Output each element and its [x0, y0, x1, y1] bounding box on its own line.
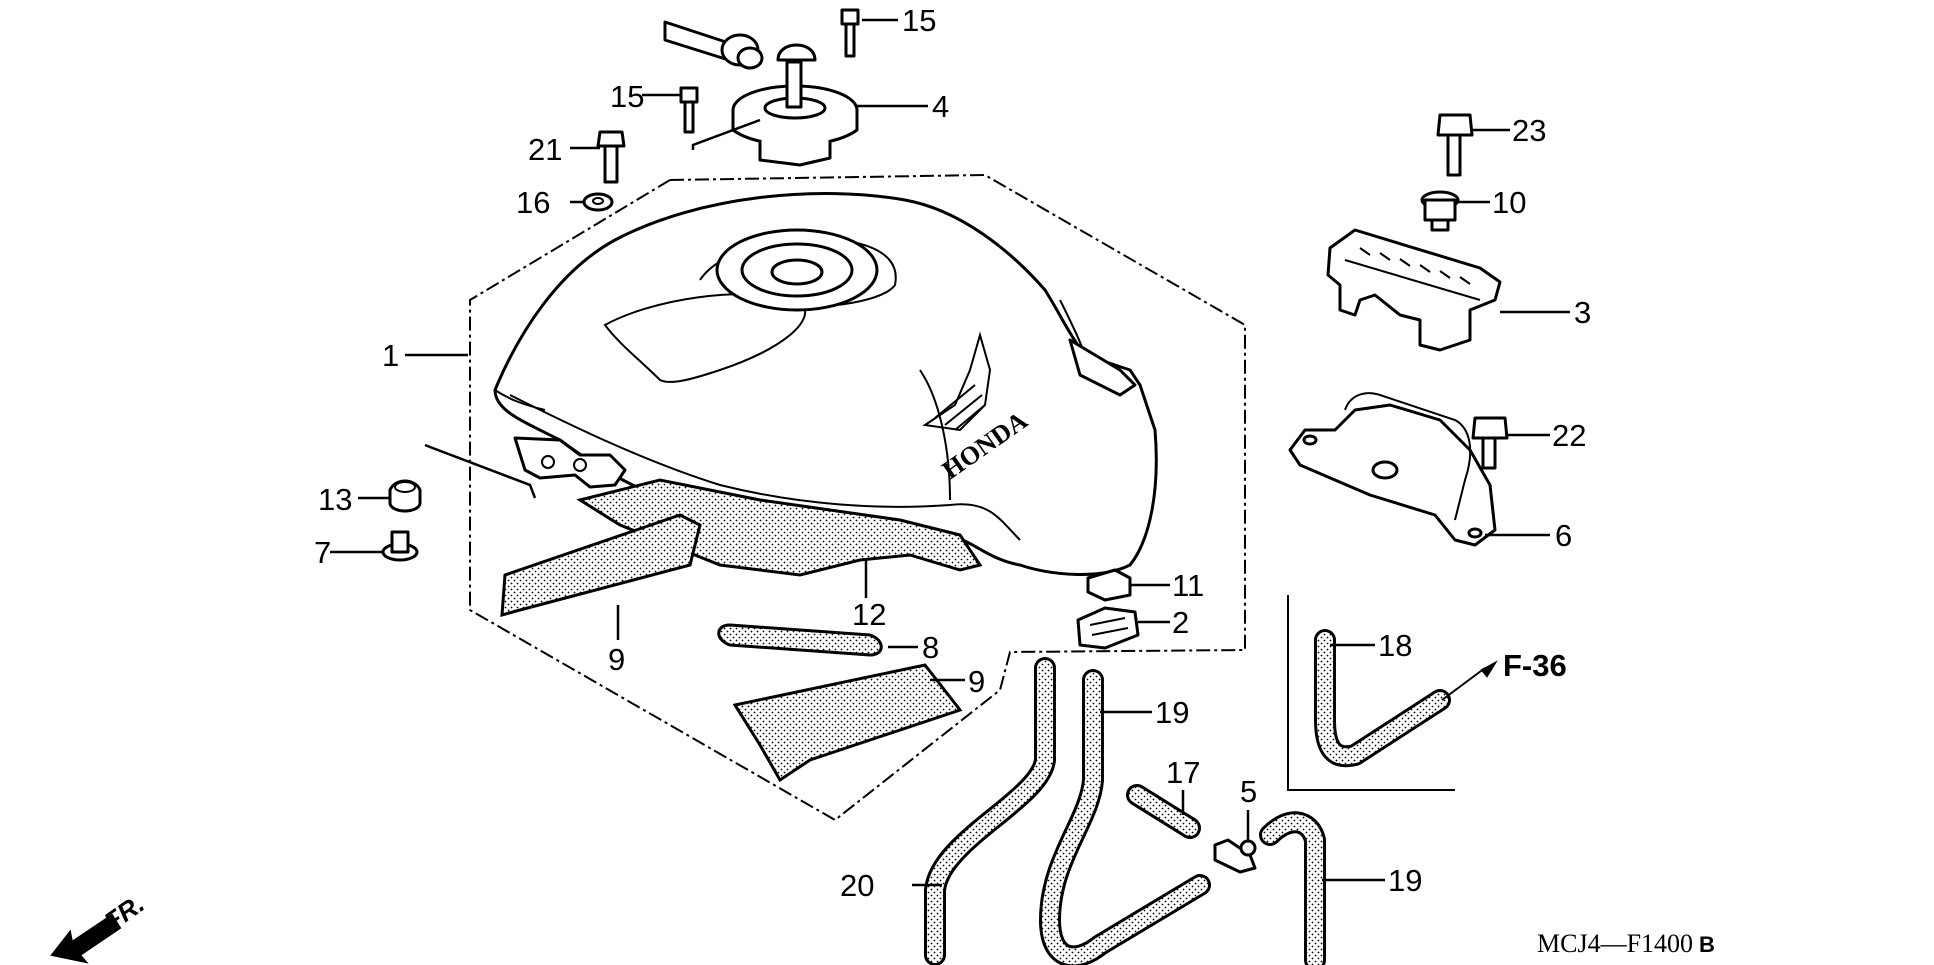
label-part-18: 18 [1378, 628, 1412, 663]
clip-2 [1076, 606, 1140, 650]
cushion-11 [1086, 568, 1132, 602]
label-part-7: 7 [314, 535, 331, 570]
label-part-6: 6 [1555, 518, 1572, 553]
hose-17 [1126, 784, 1201, 839]
rubber-9-right [732, 663, 963, 783]
bolt-23 [1436, 113, 1474, 177]
front-direction-arrow: FR. [50, 888, 150, 964]
rubber-9-left [500, 513, 702, 618]
label-part-2: 2 [1172, 605, 1189, 640]
bolt-15-top [840, 8, 860, 58]
washer-16 [582, 192, 614, 212]
hose-20 [924, 657, 1056, 965]
label-part-19-left: 19 [1155, 695, 1189, 730]
label-part-8: 8 [922, 630, 939, 665]
hose-18 [1314, 629, 1451, 768]
label-part-19-right: 19 [1388, 863, 1422, 898]
bolt-22 [1471, 416, 1509, 470]
label-part-9-left: 9 [608, 642, 625, 677]
hose-19-right [1259, 811, 1326, 965]
bolt-15-left [679, 86, 699, 134]
bolt-21 [596, 130, 626, 184]
label-part-23: 23 [1512, 113, 1546, 148]
rubber-mount-3 [1326, 228, 1502, 352]
label-part-11: 11 [1172, 568, 1204, 603]
tank-assembly-outline [469, 173, 1246, 822]
label-part-3: 3 [1574, 295, 1591, 330]
hose-19-left [1039, 669, 1211, 965]
label-part-17: 17 [1166, 755, 1200, 790]
clip-5 [1213, 838, 1257, 874]
label-part-21: 21 [528, 132, 562, 167]
diagram-code-main: MCJ4—F1400 [1537, 929, 1693, 958]
label-part-9-right: 9 [968, 664, 985, 699]
grommet-13 [388, 479, 422, 513]
diagram-code-suffix: B [1699, 932, 1715, 957]
label-part-15-top: 15 [902, 3, 936, 38]
strip-8 [717, 623, 883, 657]
label-part-12: 12 [852, 597, 886, 632]
collar-7 [381, 530, 419, 562]
reference-frame [1287, 595, 1498, 791]
reference-f36: F-36 [1503, 648, 1567, 683]
bracket-6 [1288, 392, 1497, 547]
pad-12 [576, 478, 983, 577]
label-part-10: 10 [1492, 185, 1526, 220]
label-part-16: 16 [516, 185, 550, 220]
label-part-13: 13 [318, 482, 352, 517]
label-part-22: 22 [1552, 418, 1586, 453]
part-labels: 15 15 4 21 16 1 13 7 9 12 8 9 11 2 19 18… [314, 3, 1591, 903]
collar-10 [1420, 190, 1460, 232]
label-part-5: 5 [1240, 774, 1257, 809]
label-part-1: 1 [382, 338, 399, 373]
label-part-15-left: 15 [610, 79, 644, 114]
fuel-cap-4 [663, 20, 859, 167]
leader-lines [330, 18, 1570, 887]
label-part-4: 4 [932, 89, 949, 124]
label-part-20: 20 [840, 868, 874, 903]
